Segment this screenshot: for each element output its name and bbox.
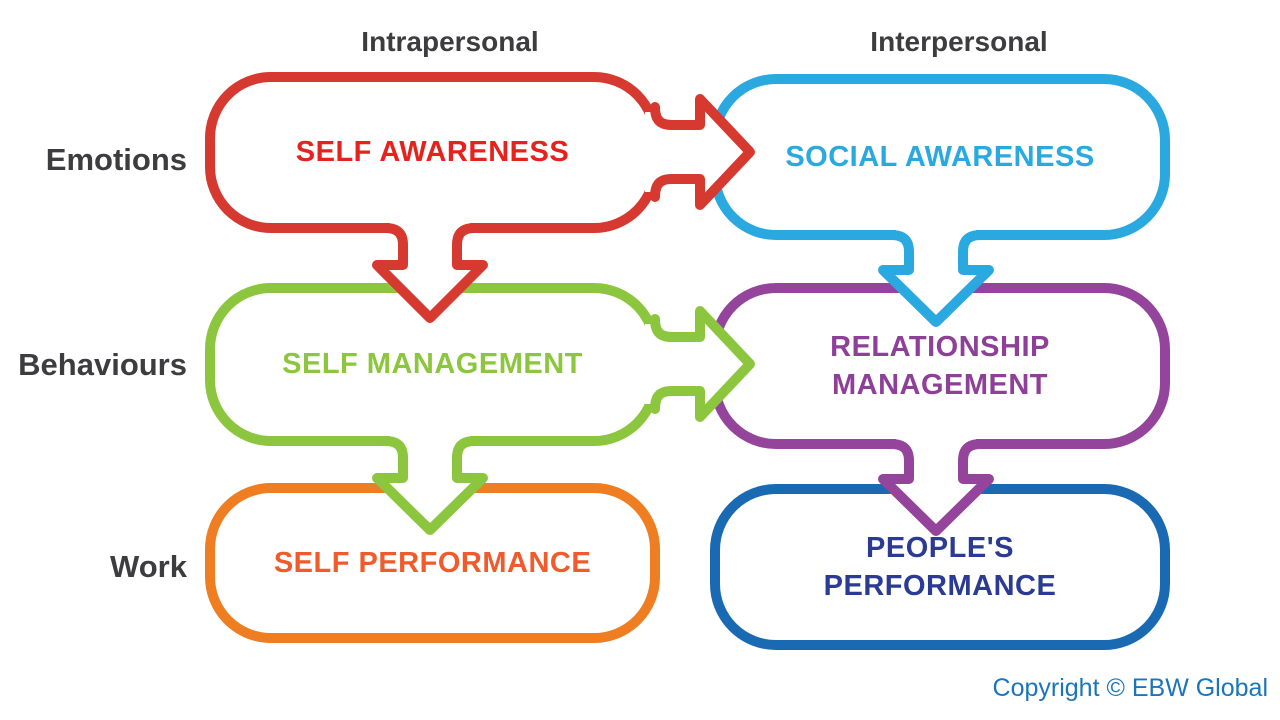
box-peoples-performance: PEOPLE'S PERFORMANCE [710,484,1170,650]
box-self-performance-label: SELF PERFORMANCE [273,546,592,579]
row-label-emotions: Emotions [45,142,187,177]
box-social-awareness: SOCIAL AWARENESS [710,74,1170,240]
column-header-intrapersonal: Intrapersonal [361,26,539,57]
box-relationship-management-label: RELATIONSHIP MANAGEMENT [830,330,1050,401]
box-social-awareness-label: SOCIAL AWARENESS [785,140,1095,173]
box-self-performance: SELF PERFORMANCE [205,483,660,643]
box-relationship-management: RELATIONSHIP MANAGEMENT [710,283,1170,449]
box-self-awareness-label: SELF AWARENESS [295,136,570,169]
column-header-interpersonal: Interpersonal [870,26,1048,57]
box-self-awareness: SELF AWARENESS [205,72,660,233]
copyright-text: Copyright © EBW Global [992,674,1268,702]
box-self-management: SELF MANAGEMENT [205,283,660,446]
box-peoples-performance-label: PEOPLE'S PERFORMANCE [823,531,1057,602]
row-label-behaviours: Behaviours [18,347,187,382]
row-label-work: Work [110,549,187,584]
box-self-management-label: SELF MANAGEMENT [282,348,583,381]
